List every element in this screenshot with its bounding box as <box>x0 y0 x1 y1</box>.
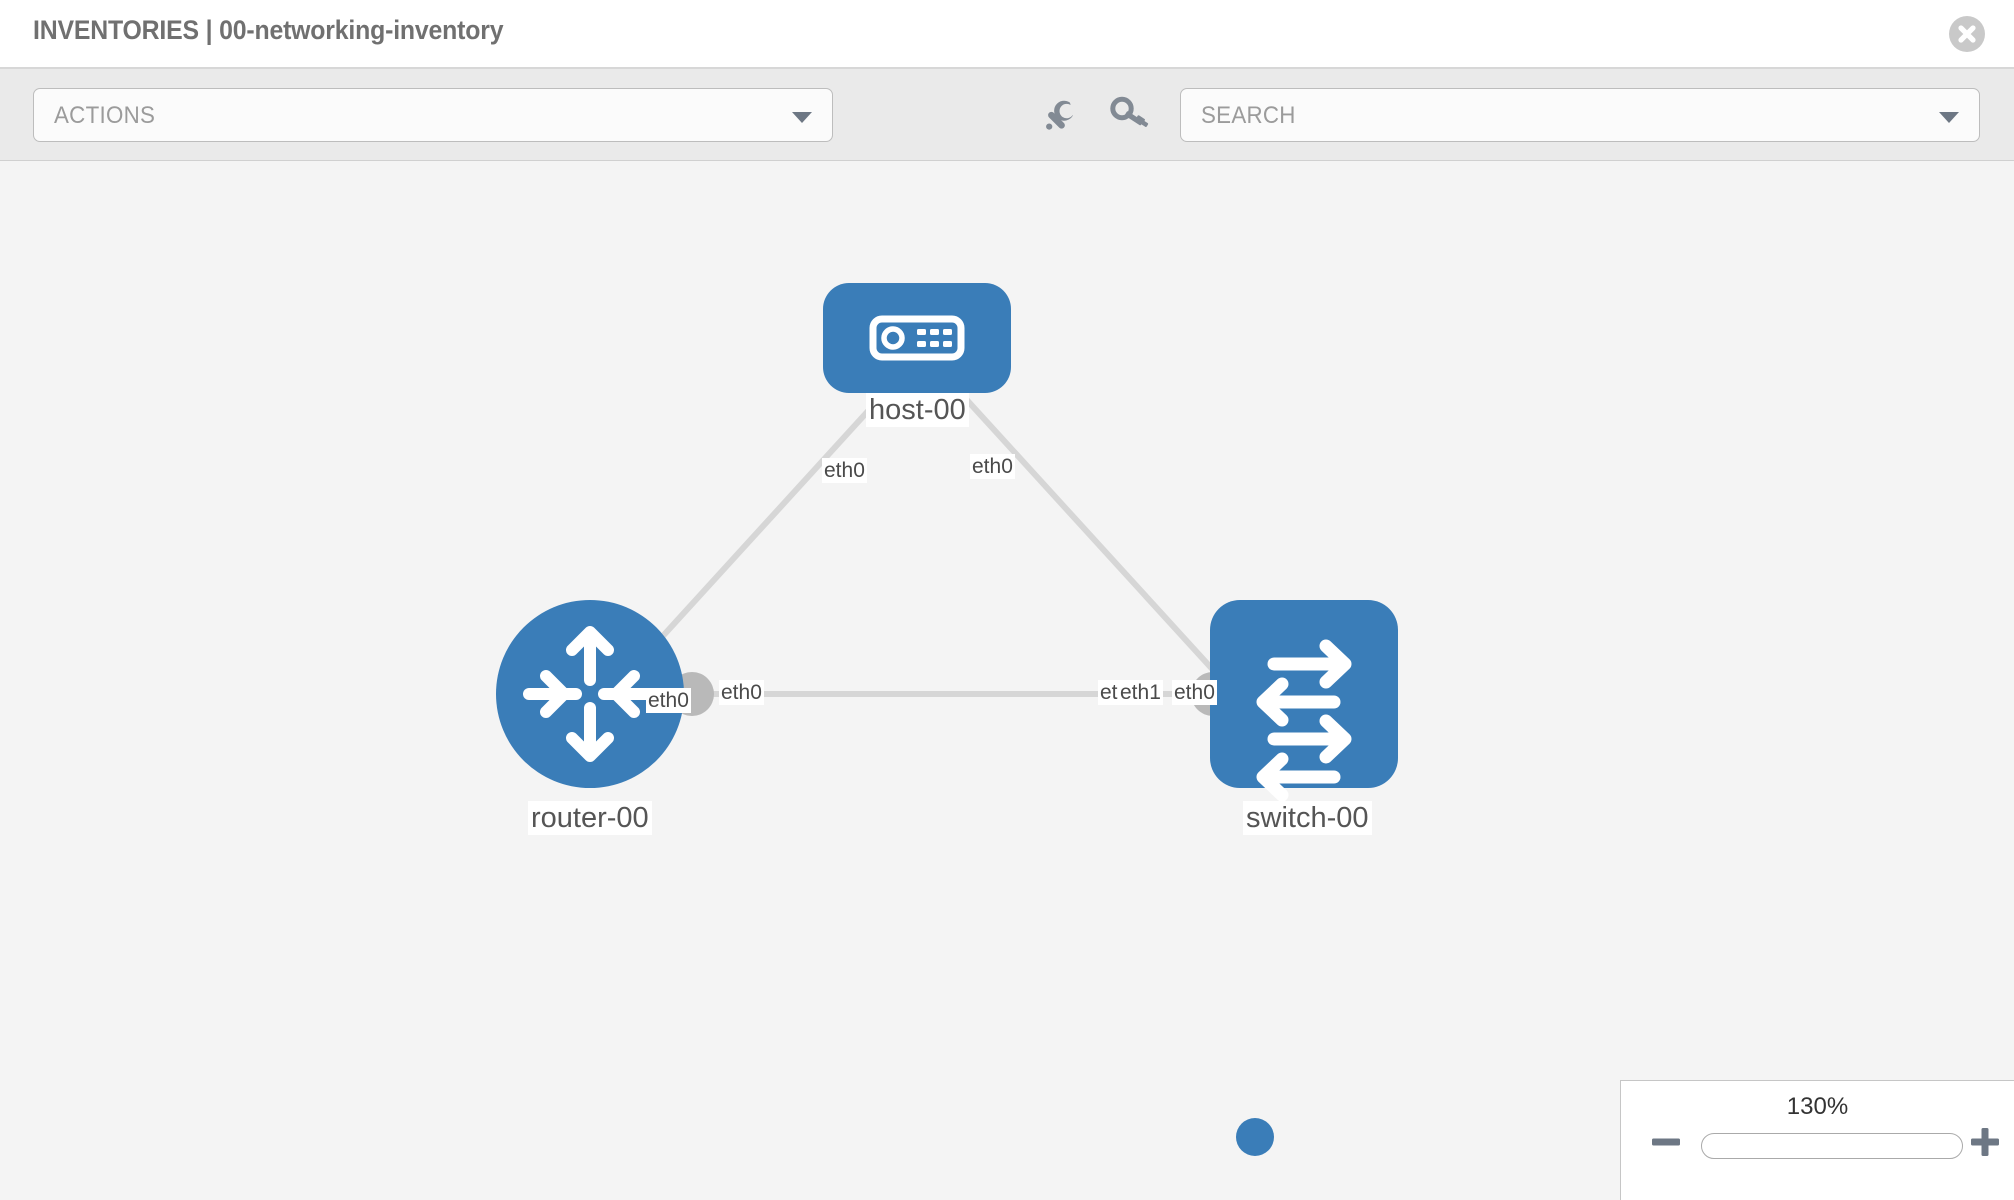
page-title: INVENTORIES | 00-networking-inventory <box>33 15 504 45</box>
iface-label-router00-eth0-host: eth0 <box>646 688 691 713</box>
close-icon[interactable] <box>1949 16 1985 52</box>
chevron-down-icon <box>1939 112 1959 123</box>
node-label-host-00: host-00 <box>866 393 969 427</box>
iface-label-switch00-eth0-host: eth0 <box>1172 680 1217 705</box>
minus-icon[interactable] <box>1649 1125 1683 1159</box>
node-switch-00[interactable] <box>1210 600 1398 802</box>
plus-icon[interactable] <box>1968 1125 2002 1159</box>
zoom-slider-track[interactable] <box>1701 1133 1963 1159</box>
wrench-icon[interactable] <box>1038 93 1082 137</box>
iface-label-host00-eth0-router: eth0 <box>822 458 867 483</box>
link-host00-switch00[interactable] <box>942 373 1238 697</box>
actions-dropdown[interactable]: ACTIONS <box>33 88 833 142</box>
search-input[interactable]: SEARCH <box>1180 88 1980 142</box>
zoom-level-value: 130% <box>1786 1093 1849 1120</box>
actions-dropdown-label: ACTIONS <box>54 102 156 129</box>
chevron-down-icon <box>792 112 812 123</box>
node-router-00[interactable] <box>496 600 684 788</box>
page-header: INVENTORIES | 00-networking-inventory <box>0 0 2014 69</box>
node-label-switch-00: switch-00 <box>1243 801 1372 835</box>
node-label-router-00: router-00 <box>528 801 652 835</box>
toolbar: ACTIONS SEARCH <box>0 69 2014 161</box>
switch-arrows-icon <box>1256 639 1352 802</box>
topology-canvas[interactable]: host-00 router-00 switch-00 eth0 eth0 et… <box>0 161 2014 1200</box>
server-icon <box>869 315 965 361</box>
topology-graph <box>496 283 1398 802</box>
zoom-slider-thumb[interactable] <box>1236 1118 1274 1156</box>
node-host-00[interactable] <box>823 283 1011 393</box>
iface-label-router00-eth0-switch: eth0 <box>719 680 764 705</box>
iface-label-host00-eth0-switch: eth0 <box>970 454 1015 479</box>
iface-label-switch00-eth1: eth1 <box>1118 680 1163 705</box>
router-arrows-icon <box>523 626 657 762</box>
search-placeholder: SEARCH <box>1201 102 1296 129</box>
zoom-control-panel: 130% <box>1620 1080 2014 1200</box>
key-icon[interactable] <box>1107 93 1151 137</box>
